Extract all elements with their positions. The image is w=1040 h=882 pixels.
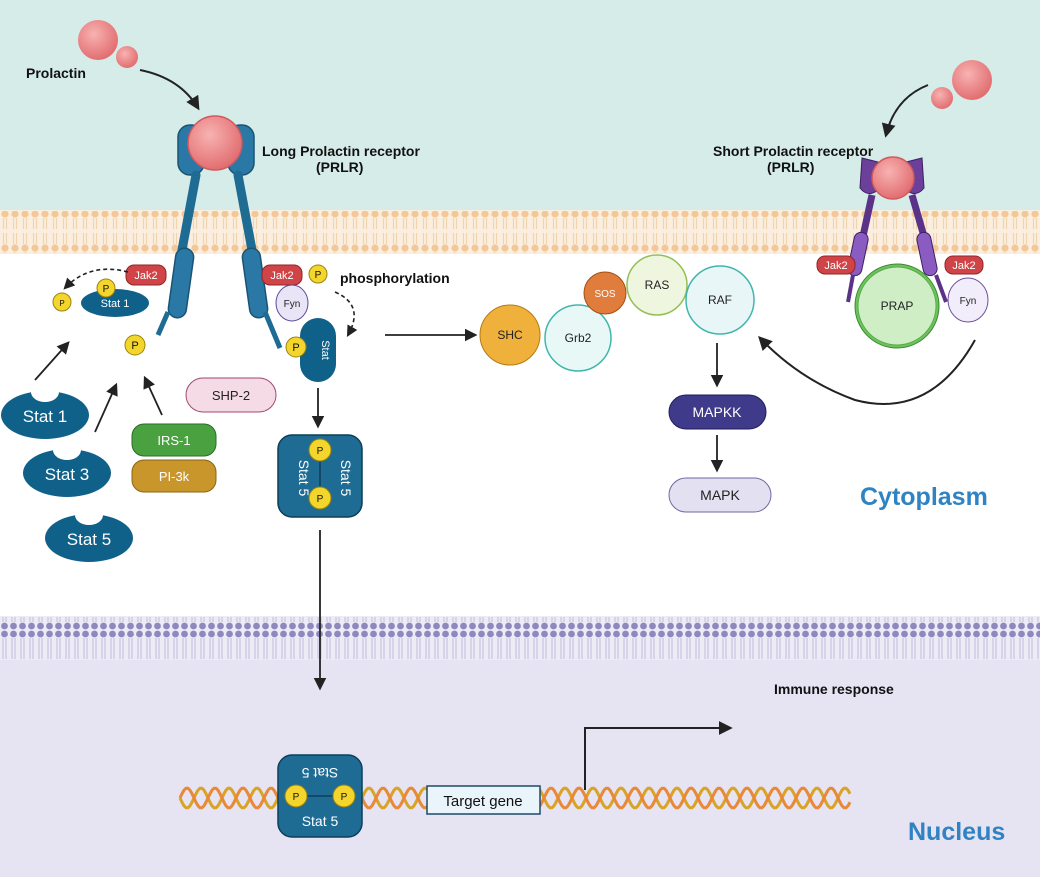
phosphorylation-label: phosphorylation	[340, 270, 450, 286]
svg-text:Jak2: Jak2	[952, 260, 975, 272]
binding-arrow	[139, 69, 200, 111]
phospho-site	[124, 334, 146, 356]
cytoplasm-label: Cytoplasm	[860, 483, 988, 511]
svg-text:Grb2: Grb2	[565, 331, 592, 345]
transcription-arrow	[584, 721, 733, 790]
svg-text:Stat 5: Stat 5	[302, 765, 339, 781]
prolactin-molecule	[931, 87, 953, 109]
svg-text:P: P	[315, 270, 322, 281]
fyn-right	[947, 277, 989, 323]
svg-text:RAS: RAS	[645, 278, 670, 292]
dashed-arrow	[63, 268, 129, 290]
svg-text:Stat 5: Stat 5	[302, 813, 339, 829]
svg-text:Jak2: Jak2	[824, 260, 847, 272]
svg-text:Fyn: Fyn	[284, 299, 301, 310]
svg-text:PRAP: PRAP	[881, 299, 914, 313]
svg-text:Jak2: Jak2	[134, 270, 157, 282]
long-receptor-sublabel: (PRLR)	[316, 159, 363, 175]
prolactin-molecule	[78, 20, 118, 60]
phospho-site	[308, 264, 328, 284]
prolactin-molecule	[116, 46, 138, 68]
svg-text:SHC: SHC	[497, 328, 523, 342]
arrow	[143, 375, 163, 416]
svg-text:P: P	[341, 792, 348, 803]
shp2	[185, 377, 277, 413]
curved-arrow	[758, 335, 976, 405]
jak2-left	[125, 264, 167, 286]
svg-text:Target gene: Target gene	[443, 793, 522, 810]
svg-text:P: P	[317, 494, 324, 505]
svg-text:Stat 5: Stat 5	[338, 460, 354, 497]
stat5-monomer: Stat 5	[45, 505, 133, 562]
svg-text:Stat 5: Stat 5	[67, 530, 111, 549]
prolactin-label: Prolactin	[26, 65, 86, 81]
svg-text:MAPK: MAPK	[700, 487, 740, 503]
svg-text:RAF: RAF	[708, 293, 732, 307]
phospho-site	[52, 292, 72, 312]
svg-text:P: P	[131, 340, 138, 352]
phospho-site	[285, 336, 307, 358]
svg-text:IRS-1: IRS-1	[157, 433, 190, 448]
cell-membrane	[0, 211, 1040, 253]
mapk	[668, 477, 772, 513]
binding-arrow	[881, 84, 929, 138]
svg-text:Jak2: Jak2	[270, 270, 293, 282]
prolactin-molecule	[952, 60, 992, 100]
immune-response-label: Immune response	[774, 681, 894, 697]
ras	[626, 254, 688, 316]
fyn-left	[275, 284, 309, 322]
svg-text:Stat 1: Stat 1	[101, 298, 130, 310]
short-receptor-sublabel: (PRLR)	[767, 159, 814, 175]
sos	[583, 271, 627, 315]
raf	[685, 265, 755, 335]
jak2-short-left	[816, 255, 856, 275]
stat5-dimer-nucleus: Stat 5 Stat 5 P P	[277, 754, 363, 838]
long-receptor-label: Long Prolactin receptor	[262, 143, 420, 159]
svg-text:P: P	[59, 299, 64, 308]
svg-text:Stat 3: Stat 3	[45, 465, 89, 484]
phospho-site	[96, 278, 116, 298]
target-gene	[426, 785, 541, 815]
shc	[479, 304, 541, 366]
nucleus-label: Nucleus	[908, 818, 1005, 846]
grb2	[544, 304, 612, 372]
svg-text:P: P	[103, 284, 110, 295]
arrow	[94, 382, 118, 433]
arrow	[34, 341, 70, 381]
long-prolactin-receptor	[155, 115, 283, 349]
svg-text:Fyn: Fyn	[960, 296, 977, 307]
svg-text:PI-3k: PI-3k	[159, 469, 190, 484]
svg-text:P: P	[293, 792, 300, 803]
svg-text:P: P	[317, 446, 324, 457]
svg-text:Stat 5: Stat 5	[296, 460, 312, 497]
jak2-short-right	[944, 255, 984, 275]
dashed-arrow	[334, 291, 358, 337]
stat3-monomer: Stat 3	[23, 440, 111, 497]
svg-text:SHP-2: SHP-2	[212, 388, 250, 403]
svg-text:Stat: Stat	[319, 340, 331, 360]
stat5-dimer-cytoplasm: Stat 5 Stat 5 P P	[277, 434, 363, 518]
mapkk	[668, 394, 767, 430]
jak2-right	[261, 264, 303, 286]
nucleus-area	[0, 660, 1040, 877]
short-receptor-label: Short Prolactin receptor	[713, 143, 874, 159]
irs1	[131, 423, 217, 457]
svg-text:MAPKK: MAPKK	[692, 404, 742, 420]
pi3k	[131, 459, 217, 493]
stat1-monomer: Stat 1	[1, 382, 89, 439]
svg-text:SOS: SOS	[594, 289, 615, 300]
svg-text:Stat 1: Stat 1	[23, 407, 67, 426]
nuclear-membrane	[0, 617, 1040, 659]
svg-text:P: P	[292, 342, 299, 354]
stat-phosphorylated	[300, 318, 336, 382]
stat1-phosphorylated	[81, 289, 149, 317]
